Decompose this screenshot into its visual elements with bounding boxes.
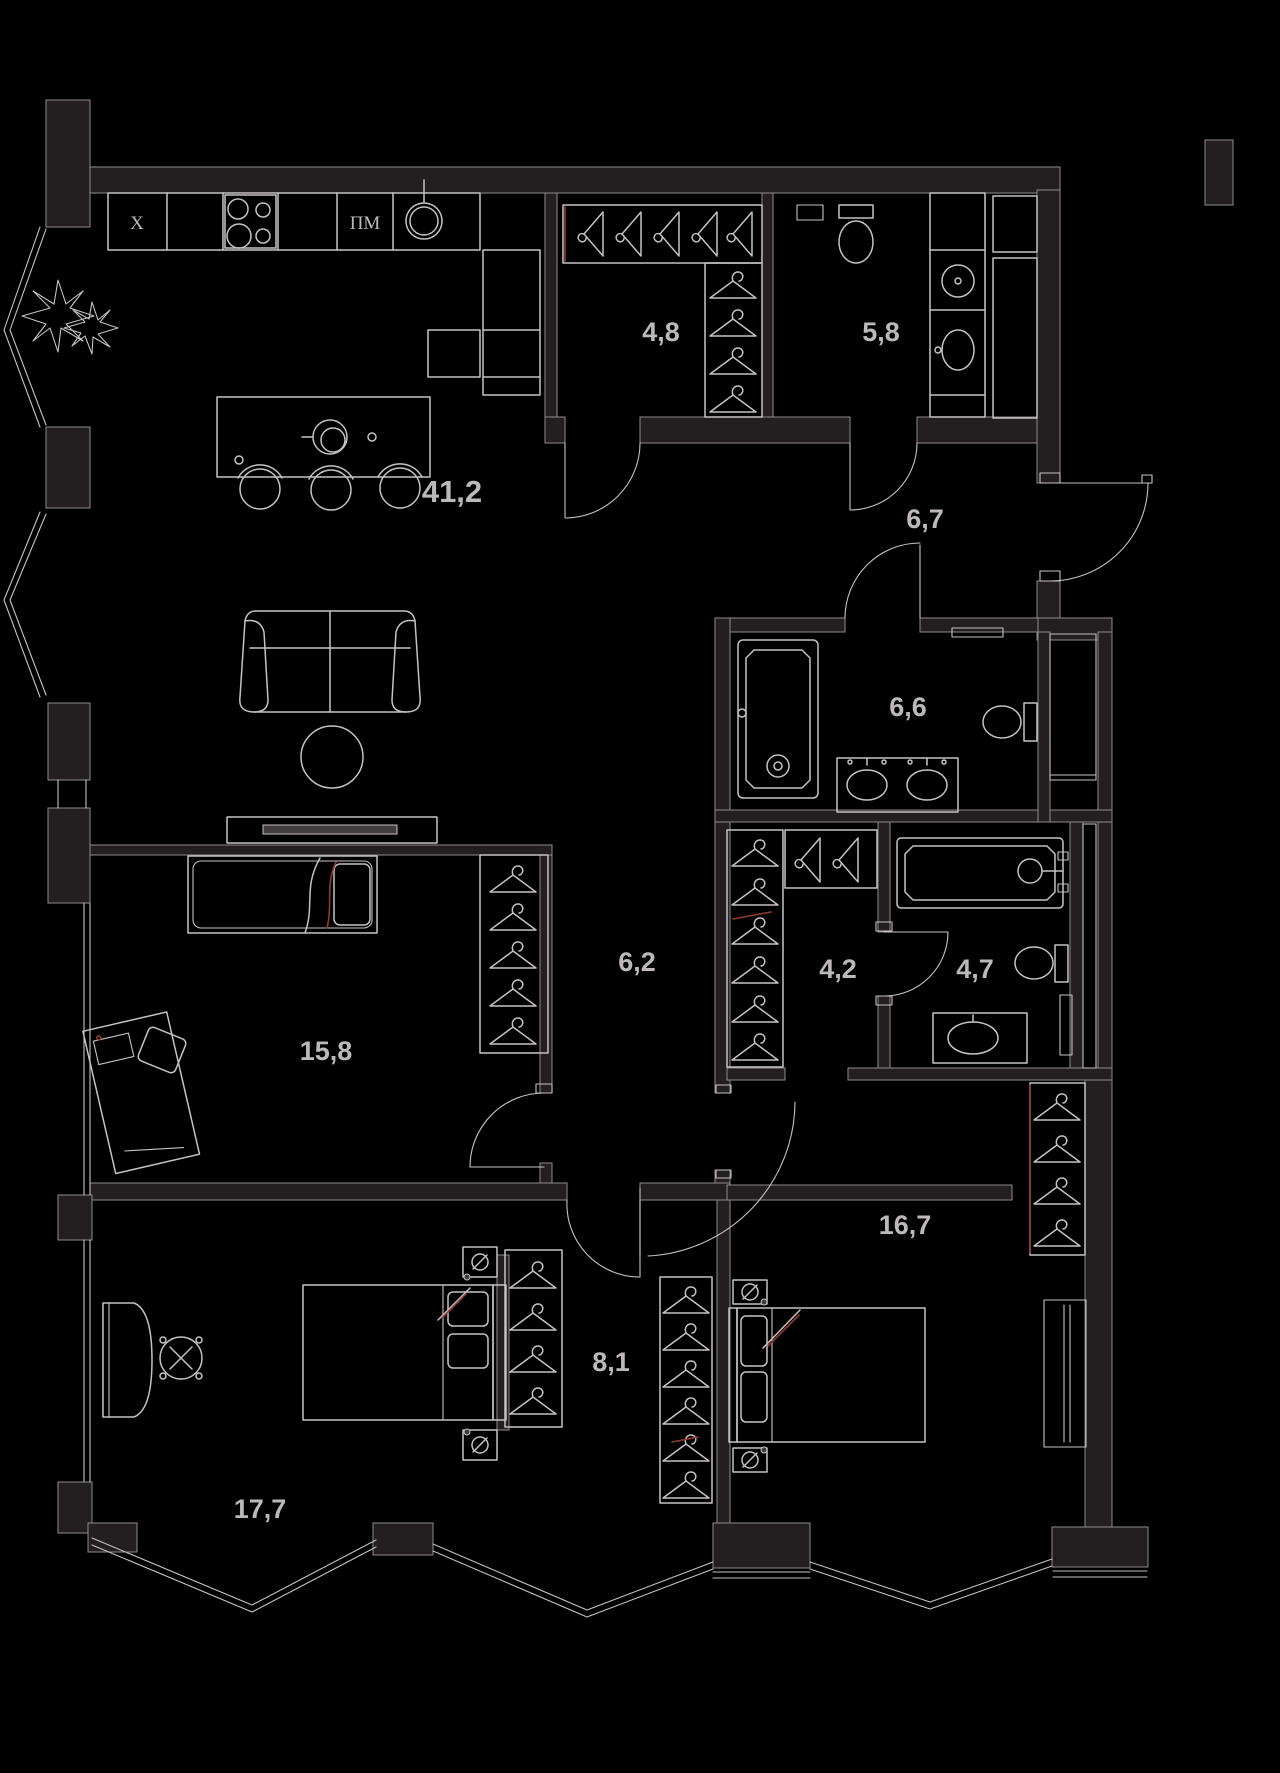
stove-icon bbox=[224, 194, 277, 249]
toilet-icon bbox=[982, 702, 1038, 742]
facade-windows bbox=[3, 226, 1148, 1618]
fridge-cabinet bbox=[427, 249, 541, 396]
kitchen-sink-icon bbox=[405, 179, 443, 240]
room-label-bathroom-small: 4,7 bbox=[956, 954, 994, 984]
tv-console bbox=[226, 816, 438, 844]
bathroom-small-fixtures bbox=[896, 823, 1097, 1069]
bathroom-middle-fixtures bbox=[737, 633, 1097, 813]
bedroom-right-furniture bbox=[728, 1082, 1087, 1473]
tv-icon bbox=[262, 824, 398, 835]
double-sink-icon bbox=[836, 757, 959, 813]
toilet-icon bbox=[1014, 944, 1069, 983]
hall-vent-grille bbox=[951, 627, 1004, 638]
dishwasher-label: ПМ bbox=[350, 213, 381, 234]
plant-icon bbox=[21, 279, 119, 355]
room-label-bathroom-top: 5,8 bbox=[862, 317, 900, 347]
bedroom-bottom-left-furniture bbox=[102, 1246, 507, 1461]
wardrobe-top-unit bbox=[562, 204, 763, 418]
coffee-table-icon bbox=[300, 725, 364, 789]
room-label-wardrobe-top: 4,8 bbox=[642, 317, 680, 347]
sink-icon bbox=[941, 329, 975, 371]
hood-label: X bbox=[130, 213, 144, 234]
room-label-bedroom-bottom-left: 17,7 bbox=[234, 1494, 287, 1524]
toilet-icon bbox=[838, 204, 874, 264]
bar-stool-icon bbox=[237, 463, 423, 511]
nightstand-lamp bbox=[462, 1246, 498, 1281]
washer-column bbox=[929, 192, 986, 418]
duct-shaft bbox=[1049, 633, 1097, 781]
room-label-corridor-bottom: 8,1 bbox=[592, 1347, 630, 1377]
vanity-sink-icon bbox=[932, 1012, 1028, 1064]
bathtub-icon bbox=[896, 837, 1069, 909]
bed-icon bbox=[728, 1307, 926, 1443]
bed-icon bbox=[187, 855, 378, 934]
room-label-bedroom-left: 15,8 bbox=[300, 1036, 353, 1066]
room-label-bathroom-middle: 6,6 bbox=[889, 692, 927, 722]
dresser-icon bbox=[102, 1302, 153, 1418]
sofa-icon bbox=[239, 610, 421, 713]
wardrobe-middle-unit bbox=[726, 829, 878, 1068]
nightstand-lamp bbox=[462, 1428, 498, 1461]
vanity-stool-icon bbox=[159, 1336, 203, 1380]
room-label-kitchen-living: 41,2 bbox=[422, 474, 482, 509]
bathroom-top-fixtures bbox=[796, 192, 1038, 419]
kitchen-counter: X ПМ bbox=[107, 179, 541, 396]
room-label-bedroom-right: 16,7 bbox=[879, 1210, 932, 1240]
bathtub-icon bbox=[737, 639, 819, 799]
kitchen-island bbox=[216, 396, 431, 478]
nightstand-lamp bbox=[732, 1279, 768, 1306]
bedroom-left-furniture bbox=[82, 854, 549, 1175]
wardrobe-unit bbox=[479, 854, 549, 1054]
nightstand-lamp bbox=[732, 1446, 768, 1473]
radiator-sill bbox=[1043, 1299, 1087, 1448]
corridor-closets bbox=[504, 1249, 713, 1504]
room-label-hallway: 6,7 bbox=[906, 504, 944, 534]
desk-icon bbox=[82, 1011, 201, 1175]
walls bbox=[45, 99, 1234, 1569]
doors bbox=[469, 442, 1153, 1278]
desk-chair-icon bbox=[137, 1026, 187, 1074]
washer-icon bbox=[941, 264, 975, 298]
bed-icon bbox=[302, 1284, 507, 1421]
room-label-wardrobe-middle: 4,2 bbox=[819, 954, 857, 984]
room-labels: 41,2 4,8 5,8 6,7 6,6 6,2 4,2 4,7 15,8 16… bbox=[234, 317, 994, 1524]
room-label-corridor-middle: 6,2 bbox=[618, 947, 656, 977]
wardrobe-unit bbox=[1029, 1082, 1086, 1256]
